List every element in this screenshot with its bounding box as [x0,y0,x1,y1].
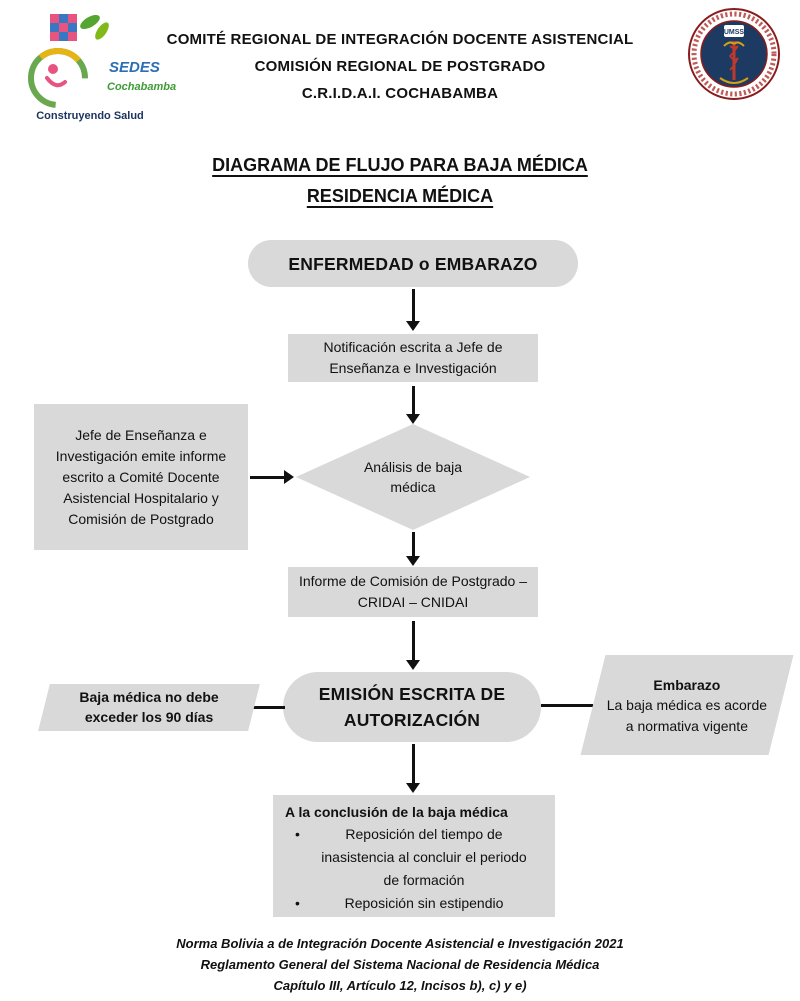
seal-ring-text-icon [691,11,777,97]
sedes-name: SEDES [109,59,160,76]
arrow-down-4 [406,621,420,670]
umss-shield-icon [724,25,744,37]
commission-report-label: Informe de Comisión de Postgrado – CRIDA… [298,573,527,610]
diamond-shape-icon [296,424,530,530]
header-org-line-1: COMITÉ REGIONAL DE INTEGRACIÓN DOCENTE A… [166,31,634,48]
sedes-tagline: Construyendo Salud [36,110,144,122]
notification-step: Notificación escrita a Jefe de Enseñanza… [288,334,538,382]
arrow-down-2 [406,386,420,424]
footer-line-1: Norma Bolivia a de Integración Docente A… [176,936,624,951]
right-note-body: La baja médica es acorde a normativa vig… [606,696,768,734]
umss-seal-logo: UMSS [686,6,782,102]
header-org-line-3: C.R.I.D.A.I. COCHABAMBA [301,85,499,102]
authorization-node-label: EMISIÓN ESCRITA DE AUTORIZACIÓN [318,684,506,730]
bullet-icon: • [295,826,300,842]
right-note-title: Embarazo [653,676,721,693]
header-org-line-2: COMISIÓN REGIONAL DE POSTGRADO [254,58,546,75]
conclusion-box: A la conclusión de la baja médica • Repo… [273,795,555,917]
bullet-icon: • [295,895,300,911]
footer-line-3: Capítulo III, Artículo 12, Incisos b), c… [273,978,527,993]
start-node: ENFERMEDAD o EMBARAZO [248,240,578,287]
notification-step-label: Notificación escrita a Jefe de Enseñanza… [323,339,503,376]
sedes-subtitle: Cochabamba [107,81,176,93]
left-note: Baja médica no debe exceder los 90 días [38,684,260,731]
conclusion-title: A la conclusión de la baja médica [285,804,508,820]
start-node-label: ENFERMEDAD o EMBARAZO [288,253,538,274]
header-org-block: COMITÉ REGIONAL DE INTEGRACIÓN DOCENTE A… [120,26,680,107]
leaf-icon [80,15,109,40]
decision-node: Análisis de baja médica [296,424,530,530]
footer-citation: Norma Bolivia a de Integración Docente A… [0,933,800,996]
sedes-checker-icon [50,14,77,41]
side-report-box: Jefe de Enseñanza e Investigación emite … [34,404,248,550]
connector-left [252,706,285,709]
authorization-node: EMISIÓN ESCRITA DE AUTORIZACIÓN [283,672,541,742]
arrow-down-5 [406,744,420,793]
caduceus-icon [719,41,749,84]
connector-right [541,704,593,707]
umss-acronym: UMSS [724,29,745,36]
side-report-label: Jefe de Enseñanza e Investigación emite … [55,426,227,527]
right-note: Embarazo La baja médica es acorde a norm… [580,655,794,755]
page-title: DIAGRAMA DE FLUJO PARA BAJA MÉDICA RESID… [0,150,800,212]
conclusion-bullet-row: • Reposición del tiempo de inasistencia … [283,823,545,892]
conclusion-bullet-1: Reposición del tiempo de inasistencia al… [321,826,527,888]
page-title-line-2: RESIDENCIA MÉDICA [306,186,494,206]
arrow-down-1 [406,289,420,331]
conclusion-bullet-row: • Reposición sin estipendio [283,892,545,915]
page-title-line-1: DIAGRAMA DE FLUJO PARA BAJA MÉDICA [212,155,588,175]
commission-report-step: Informe de Comisión de Postgrado – CRIDA… [288,567,538,617]
sedes-swoosh-icon [28,48,88,108]
footer-line-2: Reglamento General del Sistema Nacional … [200,957,600,972]
arrow-right-1 [250,470,294,484]
decision-node-label: Análisis de baja médica [363,458,463,495]
arrow-down-3 [406,532,420,566]
sedes-logo: SEDES Cochabamba Construyendo Salud [14,6,176,128]
conclusion-bullet-2: Reposición sin estipendio [344,895,504,911]
left-note-label: Baja médica no debe exceder los 90 días [79,689,219,726]
